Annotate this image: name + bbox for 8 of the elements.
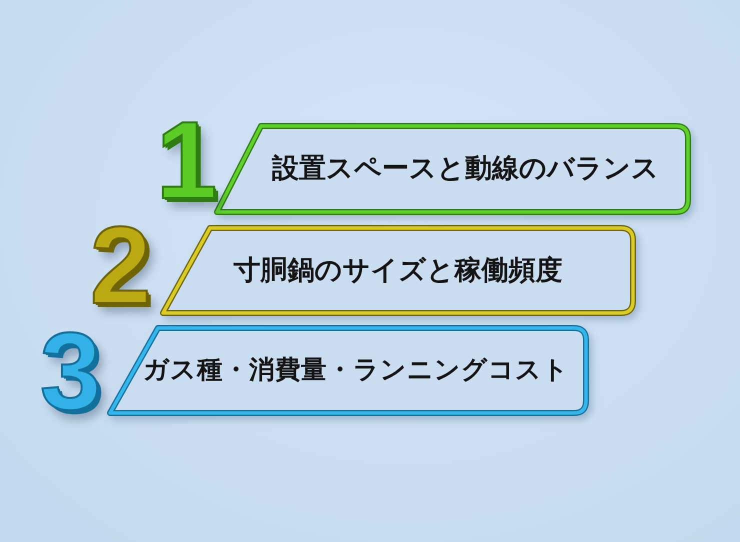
item-text: 寸胴鍋のサイズと稼働頻度 <box>234 254 562 286</box>
slanted-box <box>107 325 589 416</box>
item-text: ガス種・消費量・ランニングコスト <box>143 356 569 386</box>
slanted-box <box>160 225 636 316</box>
numeral: 3 <box>40 325 102 418</box>
item-text: 設置スペースと動線のバランス <box>272 153 659 185</box>
numeral: 2 <box>90 219 152 312</box>
numeral: 1 <box>156 114 218 208</box>
